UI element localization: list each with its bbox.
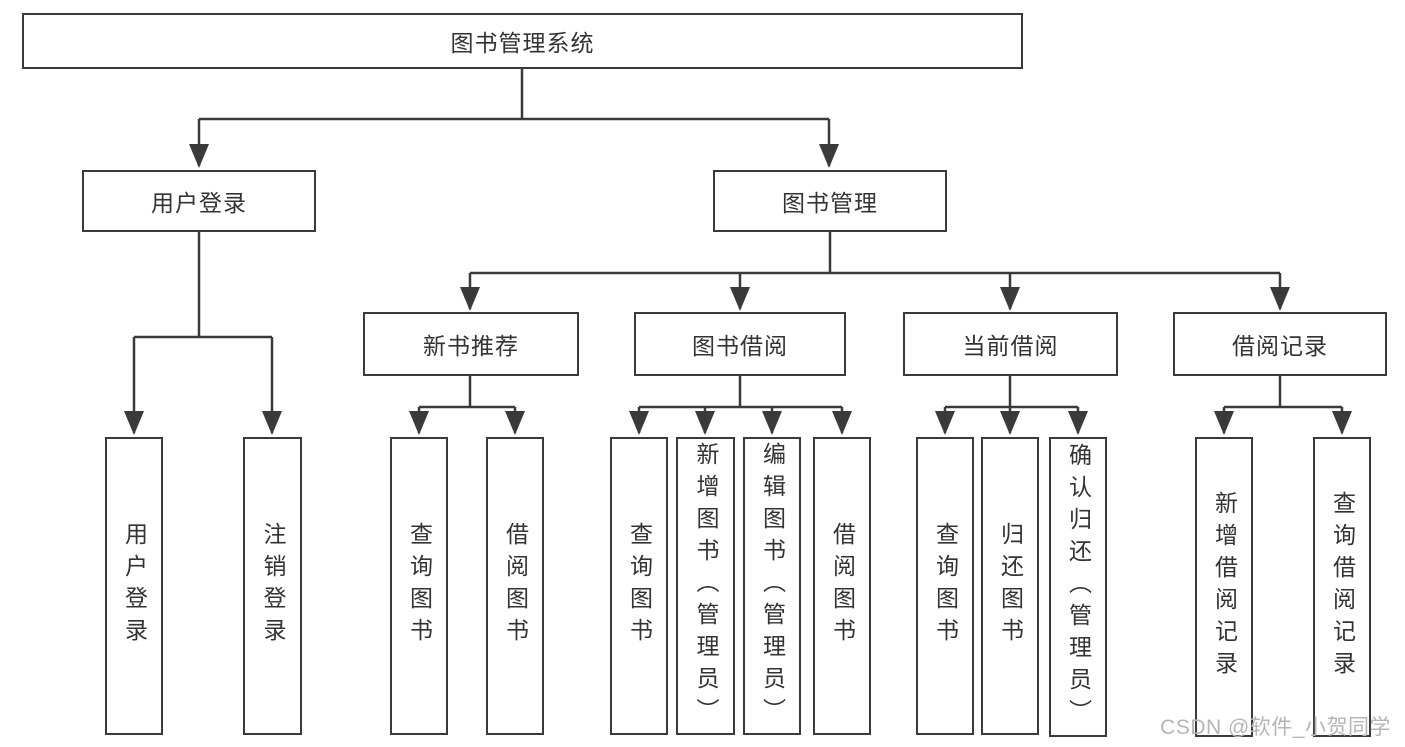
node-current-borrow: 当前借阅 <box>903 312 1118 376</box>
leaf-add-book-admin: 新增图书（管理员） <box>676 437 735 735</box>
leaf-query-borrow-record: 查询借阅记录 <box>1313 437 1371 737</box>
node-book-borrow: 图书借阅 <box>634 312 846 376</box>
leaf-add-borrow-record: 新增借阅记录 <box>1195 437 1253 737</box>
leaf-borrow-book-recommend: 借阅图书 <box>486 437 544 735</box>
leaf-query-book-recommend: 查询图书 <box>390 437 448 735</box>
node-book-mgmt: 图书管理 <box>713 170 947 232</box>
csdn-watermark: CSDN @软件_小贺同学 <box>1160 716 1391 739</box>
leaf-logout: 注销登录 <box>243 437 302 735</box>
leaf-query-book-borrow: 查询图书 <box>610 437 668 735</box>
leaf-edit-book-admin: 编辑图书（管理员） <box>743 437 801 735</box>
node-borrow-record: 借阅记录 <box>1173 312 1387 376</box>
leaf-user-login: 用户登录 <box>105 437 163 735</box>
leaf-borrow-book: 借阅图书 <box>813 437 871 735</box>
node-root: 图书管理系统 <box>22 13 1023 69</box>
leaf-confirm-return-admin: 确认归还（管理员） <box>1049 437 1107 737</box>
node-user-login: 用户登录 <box>82 170 316 232</box>
leaf-return-book: 归还图书 <box>981 437 1039 735</box>
node-new-book-recommend: 新书推荐 <box>363 312 579 376</box>
leaf-query-book-current: 查询图书 <box>916 437 974 735</box>
